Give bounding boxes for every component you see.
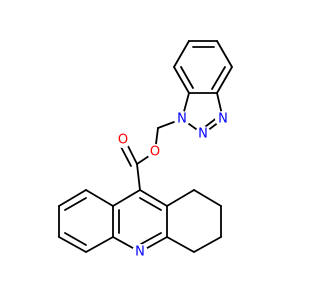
bond	[216, 66, 233, 94]
bond	[166, 189, 195, 207]
bond	[140, 232, 162, 245]
atom-label-n4: N	[135, 245, 145, 260]
bond	[139, 197, 162, 211]
bond	[112, 189, 141, 207]
bond	[216, 40, 233, 68]
bonds-layer	[58, 40, 233, 253]
atom-label-n3: N	[218, 112, 228, 127]
atom-label-o2: O	[118, 133, 128, 148]
bond	[193, 236, 222, 253]
atom-label-n1: N	[177, 112, 187, 127]
atom-o1: O	[147, 144, 163, 160]
bond	[119, 144, 132, 167]
atom-n2: N	[195, 126, 211, 142]
bond	[64, 232, 87, 246]
bond	[85, 236, 114, 253]
bond	[180, 66, 194, 89]
molecule-structure-diagram: N N N O O N	[58, 40, 233, 260]
bond	[58, 236, 87, 253]
bond	[139, 189, 168, 207]
atom-label-n2: N	[198, 127, 208, 142]
bond	[64, 197, 87, 211]
bond	[173, 40, 190, 68]
bond	[85, 189, 114, 207]
bond	[173, 66, 190, 94]
atom-n1: N	[174, 111, 190, 127]
atom-o2: O	[115, 132, 131, 148]
bond	[166, 236, 195, 253]
atom-label-o1: O	[150, 145, 160, 160]
bond	[193, 189, 222, 207]
bond	[136, 163, 141, 191]
atom-n3: N	[215, 111, 231, 127]
bond	[58, 189, 87, 207]
bond	[211, 66, 226, 90]
atom-n4: N	[132, 244, 148, 260]
atoms-layer: N N N O O N	[115, 111, 231, 260]
